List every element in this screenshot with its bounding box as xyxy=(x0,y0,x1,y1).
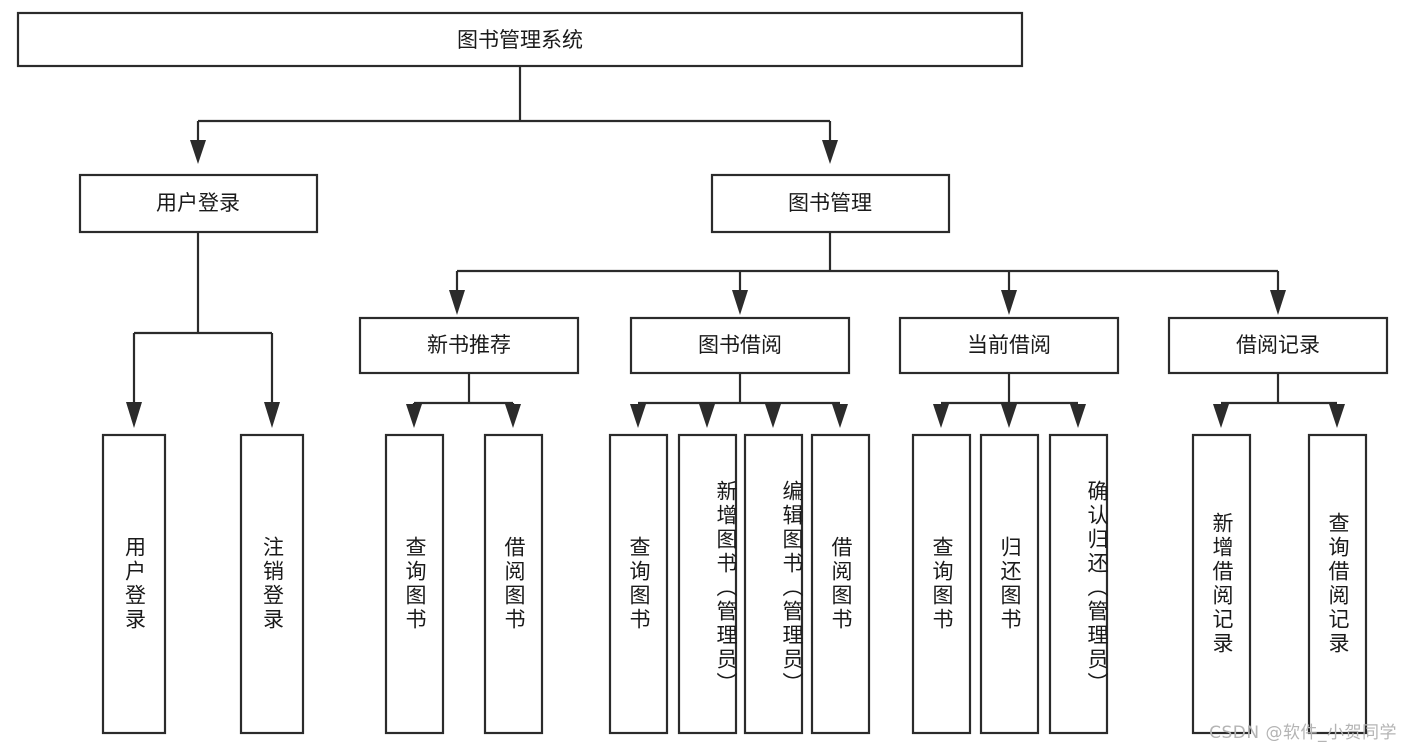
node-root-label: 图书管理系统 xyxy=(457,28,583,52)
arrow-book-borrow-leaf-3 xyxy=(765,404,781,428)
arrow-current-borrow-leaf-1 xyxy=(933,404,949,428)
arrow-new-book-leaf-2 xyxy=(505,404,521,428)
arrow-borrow-record-leaf-2 xyxy=(1329,404,1345,428)
arrow-book-borrow-leaf-2 xyxy=(699,404,715,428)
arrow-book-borrow-leaf-4 xyxy=(832,404,848,428)
leaf-box-user-login-1[interactable] xyxy=(101,433,167,735)
connectors-book-borrow-children xyxy=(630,373,848,428)
node-user-login-label: 用户登录 xyxy=(156,191,240,215)
node-book-borrow-box[interactable] xyxy=(629,316,851,375)
leaf-box-book-borrow-4[interactable] xyxy=(810,433,871,735)
connectors-new-book-children xyxy=(406,373,521,428)
leaf-box-current-borrow-2[interactable] xyxy=(979,433,1040,735)
node-book-manage-box[interactable] xyxy=(710,173,951,234)
leaf-box-current-borrow-3[interactable] xyxy=(1048,433,1109,735)
leaf-box-user-login-2[interactable] xyxy=(239,433,305,735)
leaf-box-borrow-record-2[interactable] xyxy=(1307,433,1368,735)
connectors-current-borrow-children xyxy=(933,373,1086,428)
node-book-borrow[interactable]: 图书借阅 xyxy=(629,316,851,375)
leaf-box-book-borrow-2[interactable] xyxy=(677,433,738,735)
node-new-book-recommend-box[interactable] xyxy=(358,316,580,375)
node-user-login[interactable]: 用户登录 xyxy=(78,173,319,234)
arrow-to-user-login xyxy=(190,140,206,164)
node-borrow-record[interactable]: 借阅记录 xyxy=(1167,316,1389,375)
node-user-login-box[interactable] xyxy=(78,173,319,234)
arrow-new-book-leaf-1 xyxy=(406,404,422,428)
leaf-box-borrow-record-1[interactable] xyxy=(1191,433,1252,735)
connectors-user-login-children xyxy=(126,232,280,428)
arrow-lvl3-borrow-record xyxy=(1270,290,1286,315)
arrow-book-borrow-leaf-1 xyxy=(630,404,646,428)
arrow-lvl3-book-borrow xyxy=(732,290,748,315)
arrow-current-borrow-leaf-2 xyxy=(1001,404,1017,428)
node-root-box[interactable] xyxy=(16,11,1024,68)
connectors-borrow-record-children xyxy=(1213,373,1345,428)
leaf-box-book-borrow-3[interactable] xyxy=(743,433,804,735)
leaf-box-current-borrow-1[interactable] xyxy=(911,433,972,735)
arrow-user-login-leaf-2 xyxy=(264,402,280,428)
leaf-box-new-book-1[interactable] xyxy=(384,433,445,735)
arrow-user-login-leaf-1 xyxy=(126,402,142,428)
connectors-book-manage-children xyxy=(449,232,1286,315)
arrow-to-book-manage xyxy=(822,140,838,164)
csdn-watermark: CSDN @软件_小贺同学 xyxy=(1209,723,1397,743)
node-root[interactable]: 图书管理系统 xyxy=(16,11,1024,68)
leaf-box-new-book-2[interactable] xyxy=(483,433,544,735)
node-new-book-recommend-label: 新书推荐 xyxy=(427,333,511,357)
arrow-borrow-record-leaf-1 xyxy=(1213,404,1229,428)
node-current-borrow-label: 当前借阅 xyxy=(967,333,1051,357)
node-borrow-record-box[interactable] xyxy=(1167,316,1389,375)
arrow-lvl3-current-borrow xyxy=(1001,290,1017,315)
arrow-current-borrow-leaf-3 xyxy=(1070,404,1086,428)
connectors-root-to-level2 xyxy=(190,66,838,164)
node-current-borrow-box[interactable] xyxy=(898,316,1120,375)
node-new-book-recommend[interactable]: 新书推荐 xyxy=(358,316,580,375)
leaf-box-book-borrow-1[interactable] xyxy=(608,433,669,735)
node-current-borrow[interactable]: 当前借阅 xyxy=(898,316,1120,375)
node-borrow-record-label: 借阅记录 xyxy=(1236,333,1320,357)
node-book-borrow-label: 图书借阅 xyxy=(698,333,782,357)
arrow-lvl3-new-book xyxy=(449,290,465,315)
node-book-manage-label: 图书管理 xyxy=(788,191,872,215)
node-book-manage[interactable]: 图书管理 xyxy=(710,173,951,234)
